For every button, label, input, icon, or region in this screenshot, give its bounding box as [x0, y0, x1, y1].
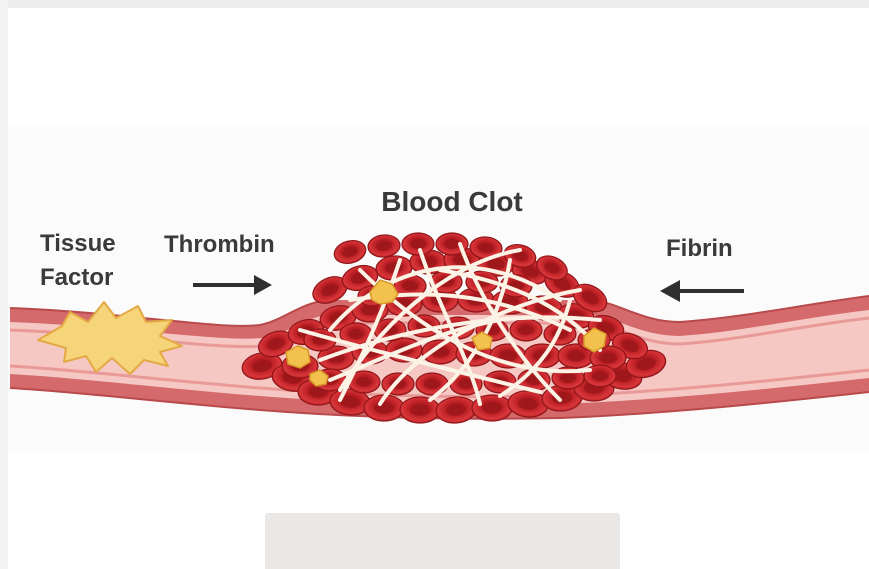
red-blood-cell-center [374, 402, 394, 414]
red-blood-cell-center [410, 239, 426, 249]
diagram-title: Blood Clot [381, 186, 523, 217]
fibrin-arrow [660, 280, 744, 302]
red-blood-cell-center [482, 402, 502, 414]
red-blood-cell-center [592, 371, 608, 381]
red-blood-cell-center [518, 325, 534, 335]
red-blood-cell-center [560, 373, 576, 383]
blank-caption-box [265, 513, 620, 569]
red-blood-cell-center [410, 404, 430, 416]
red-blood-cell-center [356, 377, 372, 387]
red-blood-cell-center [444, 239, 460, 249]
tissue-factor-label-line2: Factor [40, 264, 113, 291]
red-blood-cell-center [402, 281, 418, 291]
thrombin-label: Thrombin [164, 231, 275, 258]
tissue-factor-label-line1: Tissue [40, 230, 116, 257]
red-blood-cell-center [599, 353, 617, 364]
red-blood-cell-center [424, 379, 440, 389]
red-blood-cell-center [348, 329, 364, 339]
red-blood-cell-center [567, 351, 585, 362]
fibrin-label: Fibrin [666, 235, 733, 262]
thrombin-arrow [193, 275, 272, 295]
